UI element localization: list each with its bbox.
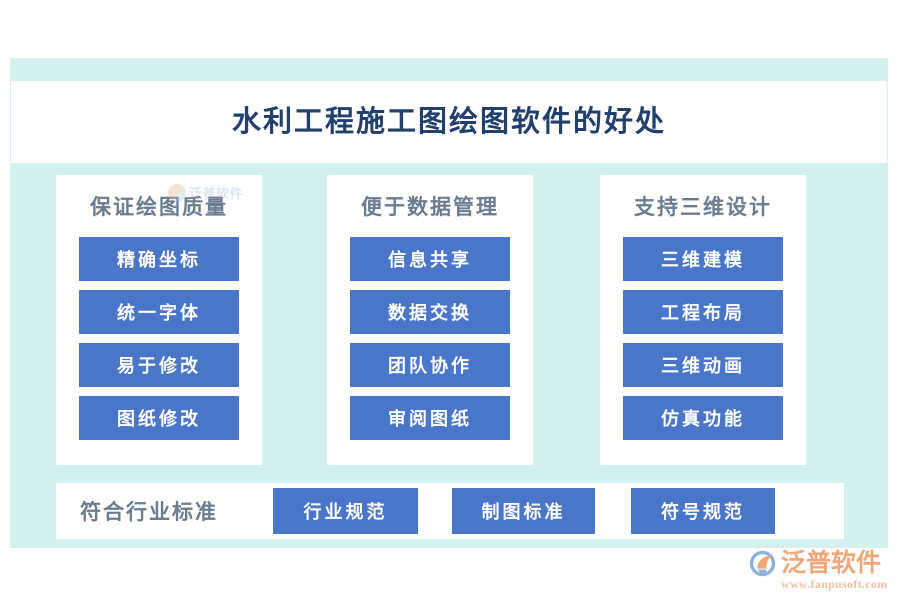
category-item-0-3[interactable]: 图纸修改 [79,396,239,440]
title-card: 水利工程施工图绘图软件的好处 [11,81,887,163]
category-cards-row: 保证绘图质量 精确坐标 统一字体 易于修改 图纸修改 便于数据管理 信息共享 数… [56,175,844,465]
brand-name: 泛普软件 [781,549,882,577]
category-item-0-1[interactable]: 统一字体 [79,290,239,334]
category-item-0-0[interactable]: 精确坐标 [79,237,239,281]
category-item-1-3[interactable]: 审阅图纸 [350,396,510,440]
category-heading-2: 支持三维设计 [634,195,772,219]
standards-label: 符合行业标准 [80,500,218,524]
standards-item-2[interactable]: 符号规范 [631,488,775,534]
category-item-0-2[interactable]: 易于修改 [79,343,239,387]
category-card-0[interactable]: 保证绘图质量 精确坐标 统一字体 易于修改 图纸修改 [56,175,262,465]
category-item-2-0[interactable]: 三维建模 [623,237,783,281]
category-item-1-0[interactable]: 信息共享 [350,237,510,281]
category-card-2[interactable]: 支持三维设计 三维建模 工程布局 三维动画 仿真功能 [600,175,806,465]
page-title: 水利工程施工图绘图软件的好处 [231,105,666,138]
category-item-1-1[interactable]: 数据交换 [350,290,510,334]
category-item-1-2[interactable]: 团队协作 [350,343,510,387]
category-item-2-2[interactable]: 三维动画 [623,343,783,387]
category-heading-0: 保证绘图质量 [90,195,228,219]
fanpu-logo-icon [748,549,777,578]
standards-item-0[interactable]: 行业规范 [273,488,418,534]
standards-strip: 符合行业标准 行业规范 制图标准 符号规范 [56,483,844,539]
brand-logo: 泛普软件 www.fanpusoft.com [748,546,894,592]
category-heading-1: 便于数据管理 [361,195,499,219]
category-item-2-3[interactable]: 仿真功能 [623,396,783,440]
brand-url: www.fanpusoft.com [781,577,888,591]
brand-top-row: 泛普软件 [748,548,894,578]
category-items-0: 精确坐标 统一字体 易于修改 图纸修改 [56,237,262,440]
category-card-1[interactable]: 便于数据管理 信息共享 数据交换 团队协作 审阅图纸 [327,175,533,465]
category-items-2: 三维建模 工程布局 三维动画 仿真功能 [600,237,806,440]
standards-item-1[interactable]: 制图标准 [452,488,595,534]
category-items-1: 信息共享 数据交换 团队协作 审阅图纸 [327,237,533,440]
category-item-2-1[interactable]: 工程布局 [623,290,783,334]
